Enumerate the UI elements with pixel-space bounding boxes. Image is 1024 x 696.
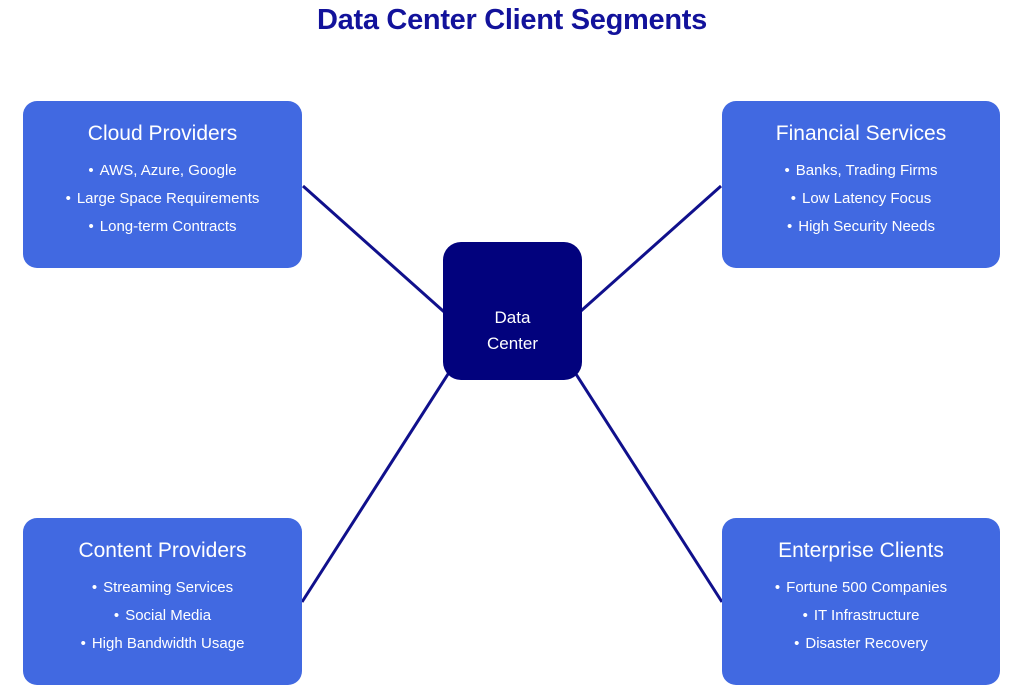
segment-title: Cloud Providers (87, 122, 238, 145)
bullet-text: Disaster Recovery (805, 635, 928, 652)
bullet-marker: • (790, 190, 796, 207)
bullet-marker: • (774, 579, 781, 596)
bullet-item: • High Security Needs (722, 213, 1000, 241)
bullet-text: Fortune 500 Companies (786, 579, 948, 596)
bullet-list: • Streaming Services • Social Media • High … (23, 574, 302, 658)
bullet-marker: • (91, 579, 98, 596)
center-node-label-line2: Center (486, 334, 539, 353)
segment-box-enterprise-clients: Enterprise Clients • Fortune 500 Companie… (722, 518, 1000, 685)
segment-title: Content Providers (78, 539, 247, 562)
bullet-text: Long-term Contracts (99, 218, 237, 235)
bullet-list: • AWS, Azure, Google • Large Space Require… (23, 157, 302, 241)
diagram-title: Data Center Client Segments (317, 4, 707, 36)
bullet-item: • Social Media (23, 602, 302, 630)
bullet-list: • Fortune 500 Companies • IT Infrastructur… (722, 574, 1000, 658)
bullet-text: AWS, Azure, Google (99, 162, 237, 179)
bullet-item: • Long-term Contracts (23, 213, 302, 241)
bullet-item: • AWS, Azure, Google (23, 157, 302, 185)
bullet-item: • Large Space Requirements (23, 185, 302, 213)
bullet-list: • Banks, Trading Firms • Low Latency Focus… (722, 157, 1000, 241)
bullet-item: • Low Latency Focus (722, 185, 1000, 213)
bullet-text: Social Media (125, 607, 212, 624)
bullet-marker: • (80, 635, 86, 652)
bullet-item: • Banks, Trading Firms (722, 157, 1000, 185)
bullet-marker: • (784, 162, 790, 179)
bullet-text: High Bandwidth Usage (91, 635, 245, 652)
bullet-marker: • (802, 607, 808, 624)
center-node-data-center: Data Center (443, 242, 582, 380)
bullet-marker: • (88, 218, 94, 235)
bullet-item: • Fortune 500 Companies (722, 574, 1000, 602)
bullet-marker: • (88, 162, 94, 179)
segment-title: Enterprise Clients (778, 539, 944, 562)
bullet-text: Banks, Trading Firms (795, 162, 938, 179)
segment-box-financial-services: Financial Services • Banks, Trading Firms… (722, 101, 1000, 268)
connector-enterprise-clients (556, 345, 724, 603)
bullet-text: IT Infrastructure (813, 607, 920, 624)
bullet-text: Large Space Requirements (76, 190, 260, 207)
center-node-label-line1: Data (494, 308, 531, 327)
bullet-text: Streaming Services (103, 579, 234, 596)
bullet-item: • Disaster Recovery (722, 630, 1000, 658)
bullet-marker: • (787, 218, 793, 235)
bullet-marker: • (113, 607, 120, 624)
segment-title: Financial Services (775, 122, 947, 145)
bullet-item: • Streaming Services (23, 574, 302, 602)
connector-content-providers (300, 345, 468, 603)
connector-cloud-providers (302, 184, 471, 337)
bullet-text: Low Latency Focus (802, 190, 932, 207)
bullet-text: High Security Needs (798, 218, 935, 235)
segment-box-cloud-providers: Cloud Providers • AWS, Azure, Google • Lar… (23, 101, 302, 268)
segment-box-content-providers: Content Providers • Streaming Services • S… (23, 518, 302, 685)
bullet-marker: • (65, 190, 71, 207)
bullet-item: • IT Infrastructure (722, 602, 1000, 630)
bullet-item: • High Bandwidth Usage (23, 630, 302, 658)
bullet-marker: • (794, 635, 800, 652)
